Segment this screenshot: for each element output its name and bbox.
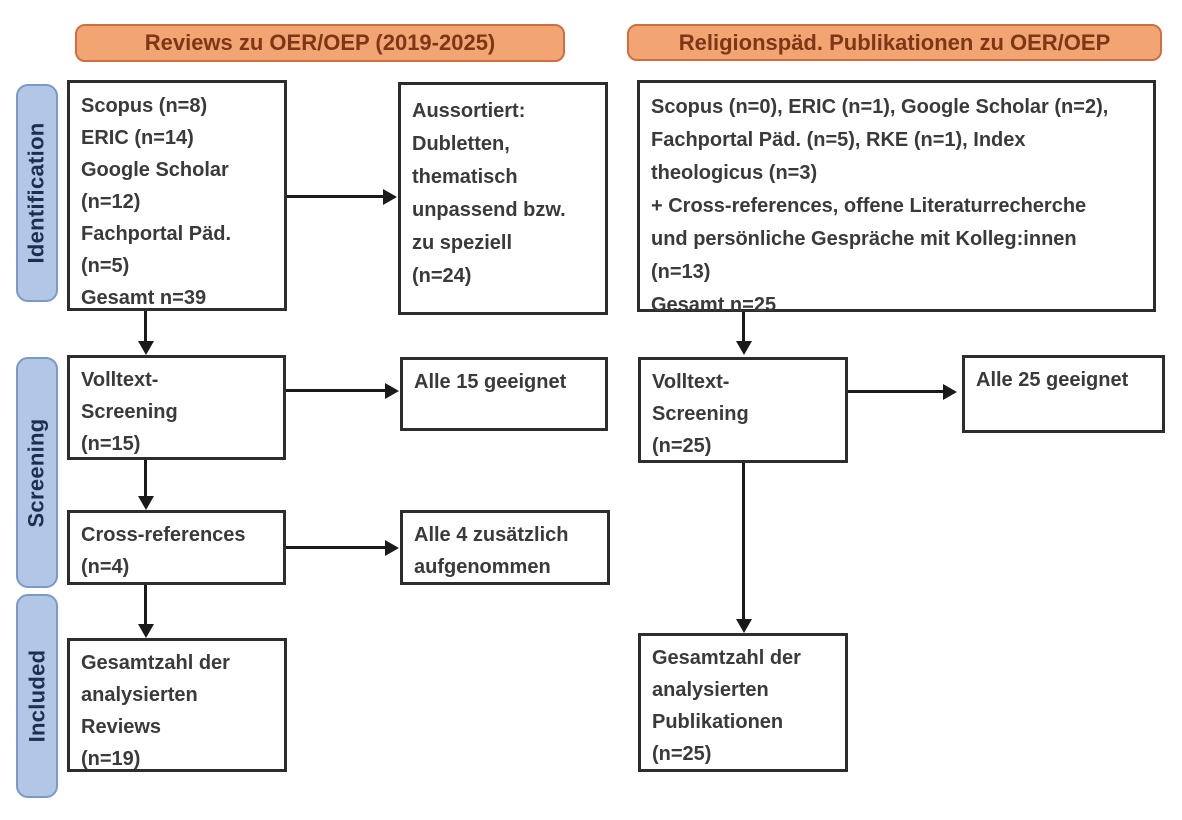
stage-label-included: Included	[16, 594, 58, 798]
arrow-left-crossref-to-result	[286, 540, 399, 556]
right-sources-box: Scopus (n=0), ERIC (n=1), Google Scholar…	[637, 80, 1156, 316]
left-crossref-result-box: Alle 4 zusätzlich aufgenommen	[400, 510, 610, 585]
stage-label-screening-text: Screening	[24, 417, 50, 528]
arrow-left-crossref-to-included	[138, 585, 154, 638]
left-fulltext-screening-box: Volltext- Screening (n=15)	[67, 355, 286, 460]
left-sources-box: Scopus (n=8) ERIC (n=14) Google Scholar …	[67, 80, 287, 311]
right-column-header: Religionspäd. Publikationen zu OER/OEP	[627, 24, 1162, 61]
right-eligible-box: Alle 25 geeignet	[962, 355, 1165, 433]
stage-label-included-text: Included	[24, 649, 50, 743]
arrow-left-fulltext-to-crossref	[138, 460, 154, 510]
stage-label-identification: Identification	[16, 84, 58, 302]
right-included-box: Gesamtzahl der analysierten Publikatione…	[638, 633, 848, 772]
left-column-header: Reviews zu OER/OEP (2019-2025)	[75, 24, 565, 62]
arrow-right-fulltext-to-eligible	[848, 384, 957, 400]
arrow-right-sources-to-fulltext	[736, 312, 752, 355]
left-crossref-box: Cross-references (n=4)	[67, 510, 286, 585]
left-excluded-box: Aussortiert: Dubletten, thematisch unpas…	[398, 82, 608, 315]
arrow-left-sources-to-fulltext	[138, 311, 154, 355]
stage-label-screening: Screening	[16, 357, 58, 588]
arrow-left-fulltext-to-eligible	[286, 383, 399, 399]
right-fulltext-screening-box: Volltext- Screening (n=25)	[638, 357, 848, 463]
left-included-box: Gesamtzahl der analysierten Reviews (n=1…	[67, 638, 287, 772]
stage-label-identification-text: Identification	[24, 122, 49, 264]
left-eligible-box: Alle 15 geeignet	[400, 357, 608, 431]
arrow-right-fulltext-to-included	[736, 463, 752, 633]
arrow-left-sources-to-excluded	[287, 189, 397, 205]
